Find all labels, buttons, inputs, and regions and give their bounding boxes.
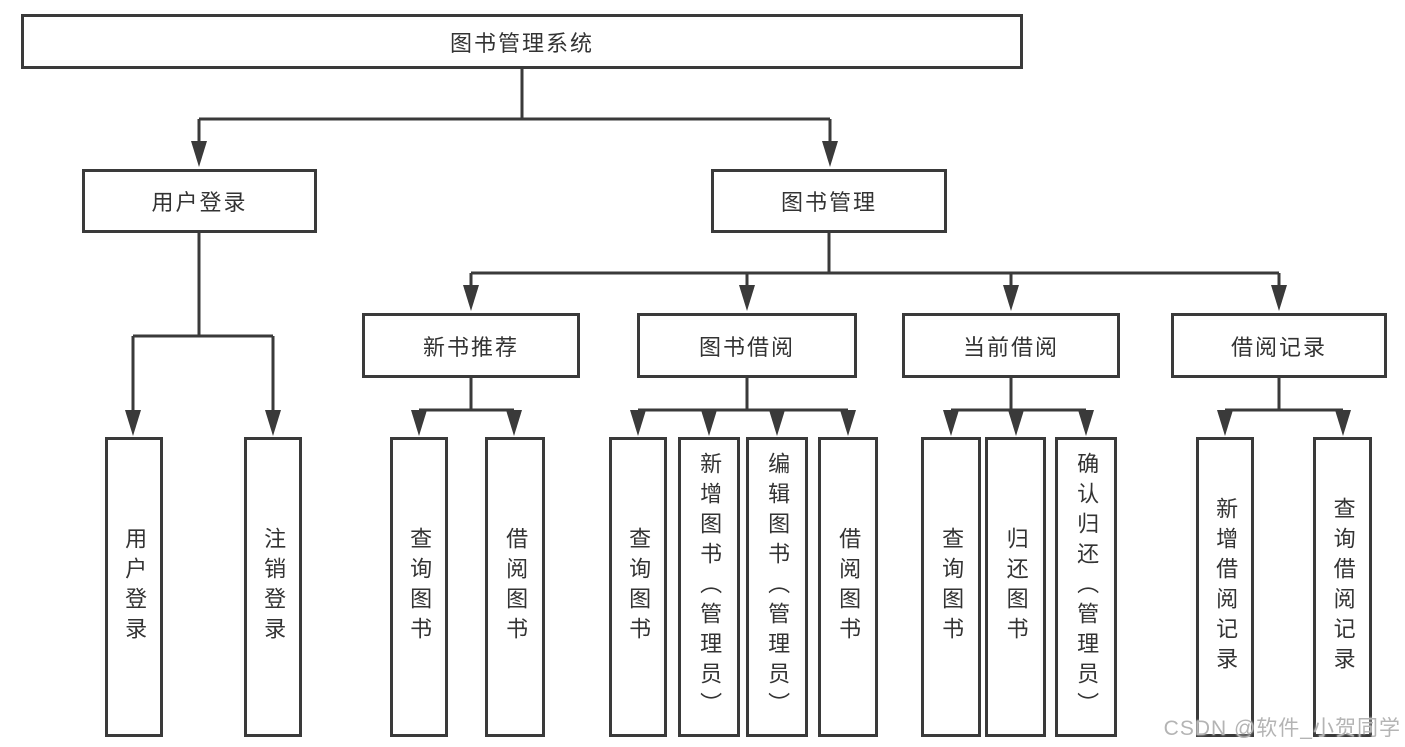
leaf-query-borrow-record-label: 查询借阅记录 bbox=[1330, 497, 1356, 677]
node-current-borrowing-label: 当前借阅 bbox=[962, 334, 1059, 360]
leaf-confirm-return-admin-label: 确认归还（管理员） bbox=[1074, 452, 1100, 722]
node-borrowing-records: 借阅记录 bbox=[1171, 313, 1387, 378]
leaf-add-book-admin-label: 新增图书（管理员） bbox=[697, 452, 723, 722]
node-borrowing-records-label: 借阅记录 bbox=[1230, 334, 1327, 360]
leaf-logout-label: 注销登录 bbox=[261, 527, 287, 647]
node-current-borrowing: 当前借阅 bbox=[902, 313, 1120, 378]
node-book-borrowing-label: 图书借阅 bbox=[698, 334, 795, 360]
leaf-add-borrow-record-label: 新增借阅记录 bbox=[1213, 497, 1239, 677]
leaf-borrow-books-recommend-label: 借阅图书 bbox=[503, 527, 529, 647]
leaf-query-borrow-record: 查询借阅记录 bbox=[1313, 437, 1372, 737]
csdn-watermark: CSDN @软件_小贺同学 bbox=[1163, 717, 1401, 740]
leaf-return-books-label: 归还图书 bbox=[1003, 527, 1029, 647]
node-user-login: 用户登录 bbox=[82, 169, 317, 233]
node-book-management: 图书管理 bbox=[711, 169, 947, 233]
leaf-query-books-current: 查询图书 bbox=[921, 437, 981, 737]
node-new-book-recommend: 新书推荐 bbox=[362, 313, 580, 378]
node-user-login-label: 用户登录 bbox=[151, 190, 248, 215]
leaf-query-books-borrowing: 查询图书 bbox=[609, 437, 667, 737]
leaf-confirm-return-admin: 确认归还（管理员） bbox=[1055, 437, 1117, 737]
leaf-borrow-books-borrowing-label: 借阅图书 bbox=[836, 527, 862, 647]
node-library-management-system: 图书管理系统 bbox=[21, 14, 1023, 69]
leaf-query-books-borrowing-label: 查询图书 bbox=[626, 527, 652, 647]
leaf-borrow-books-borrowing: 借阅图书 bbox=[818, 437, 878, 737]
node-library-management-system-label: 图书管理系统 bbox=[449, 30, 594, 56]
node-new-book-recommend-label: 新书推荐 bbox=[422, 334, 519, 360]
leaf-edit-book-admin: 编辑图书（管理员） bbox=[746, 437, 808, 737]
leaf-user-login-label: 用户登录 bbox=[122, 527, 148, 647]
leaf-query-books-recommend: 查询图书 bbox=[390, 437, 448, 737]
leaf-edit-book-admin-label: 编辑图书（管理员） bbox=[765, 452, 791, 722]
leaf-user-login: 用户登录 bbox=[105, 437, 163, 737]
node-book-management-label: 图书管理 bbox=[780, 190, 877, 215]
leaf-return-books: 归还图书 bbox=[985, 437, 1046, 737]
leaf-add-borrow-record: 新增借阅记录 bbox=[1196, 437, 1254, 737]
leaf-query-books-recommend-label: 查询图书 bbox=[407, 527, 433, 647]
leaf-query-books-current-label: 查询图书 bbox=[939, 527, 965, 647]
node-book-borrowing: 图书借阅 bbox=[637, 313, 857, 378]
leaf-add-book-admin: 新增图书（管理员） bbox=[678, 437, 740, 737]
leaf-logout: 注销登录 bbox=[244, 437, 302, 737]
leaf-borrow-books-recommend: 借阅图书 bbox=[485, 437, 545, 737]
